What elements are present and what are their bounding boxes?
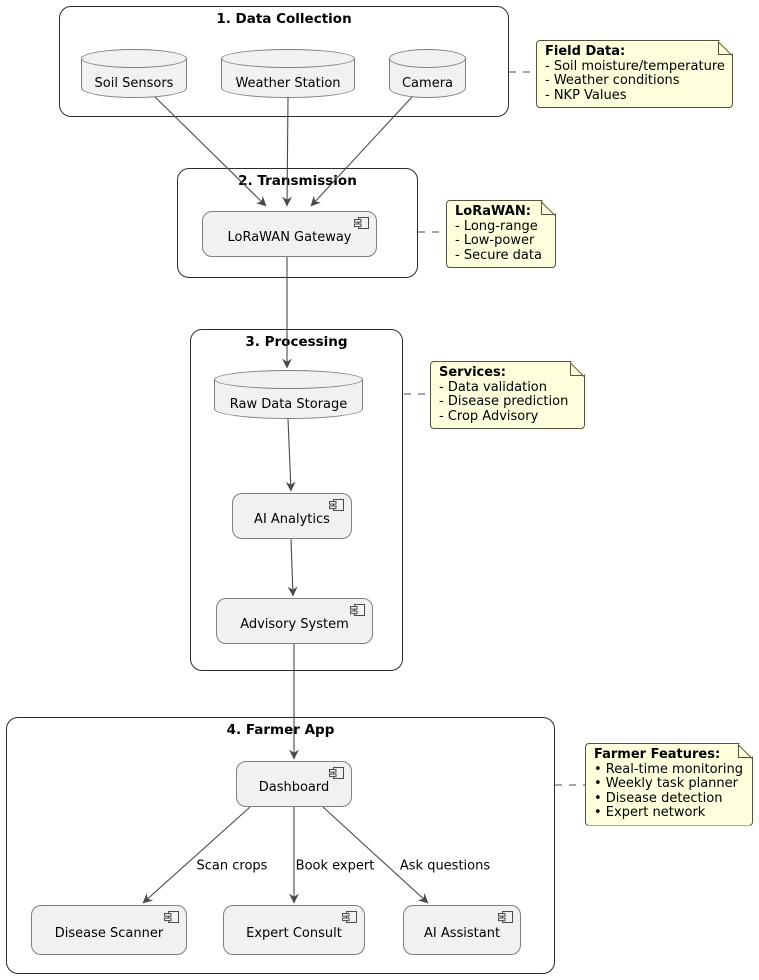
component-label: Advisory System (240, 616, 349, 632)
cylinder-top (214, 370, 363, 389)
note-services: Services: - Data validation - Disease pr… (430, 361, 585, 429)
component-ai-analytics: AI Analytics (232, 493, 352, 539)
component-label: Dashboard (258, 779, 330, 795)
component-label: AI Analytics (254, 511, 330, 527)
group-data-collection: 1. Data Collection (59, 6, 509, 117)
component-expert-consult: Expert Consult (223, 905, 365, 955)
note-title: Field Data: (545, 44, 626, 59)
cylinder-top (81, 49, 187, 68)
group-title-processing: 3. Processing (245, 334, 348, 350)
note-line: - Long-range (455, 218, 538, 234)
note-line: • Real-time monitoring (594, 761, 743, 777)
note-line: - Crop Advisory (439, 408, 539, 424)
component-ai-assistant: AI Assistant (403, 905, 521, 955)
database-weather-station: Weather Station (221, 49, 355, 98)
note-line: - Weather conditions (545, 73, 680, 88)
database-camera: Camera (389, 49, 466, 98)
group-farmer-app: 4. Farmer App (6, 717, 555, 974)
note-lorawan: LoRaWAN: - Long-range - Low-power - Secu… (446, 200, 556, 268)
note-field-data: Field Data: - Soil moisture/temperature … (536, 40, 733, 108)
note-line: • Disease detection (594, 790, 723, 806)
component-icon (329, 767, 344, 779)
cylinder-top (221, 49, 355, 68)
component-disease-scanner: Disease Scanner (31, 905, 187, 955)
note-line: - NKP Values (545, 87, 627, 103)
note-title: Services: (439, 365, 506, 380)
edge-label-scan-crops: Scan crops (196, 858, 268, 874)
note-line: • Weekly task planner (594, 776, 739, 791)
component-icon (164, 911, 179, 923)
database-label: Weather Station (235, 76, 341, 91)
component-label: AI Assistant (423, 925, 501, 941)
edge-label-ask-questions: Ask questions (399, 858, 491, 874)
cylinder-top (389, 49, 466, 68)
note-line: • Expert network (594, 805, 706, 820)
database-label: Raw Data Storage (229, 397, 348, 412)
note-title: LoRaWAN: (455, 204, 531, 219)
database-label: Soil Sensors (94, 76, 174, 91)
group-processing: 3. Processing (190, 329, 403, 671)
note-line: - Soil moisture/temperature (545, 58, 725, 74)
component-advisory-system: Advisory System (216, 598, 373, 644)
edge-label-book-expert: Book expert (295, 858, 375, 874)
group-title-transmission: 2. Transmission (238, 173, 357, 189)
component-label: Disease Scanner (54, 925, 164, 941)
component-label: Expert Consult (246, 925, 342, 941)
database-soil-sensors: Soil Sensors (81, 49, 187, 98)
note-title: Farmer Features: (594, 747, 721, 762)
component-icon (498, 911, 513, 923)
note-line: - Secure data (455, 247, 542, 263)
note-line: - Low-power (455, 233, 535, 248)
database-label: Camera (401, 76, 454, 91)
group-title-data-collection: 1. Data Collection (216, 11, 352, 27)
note-line: - Data validation (439, 379, 547, 395)
database-raw-data-storage: Raw Data Storage (214, 370, 363, 419)
component-icon (329, 499, 344, 511)
component-lorawan-gateway: LoRaWAN Gateway (202, 211, 377, 257)
note-line: - Disease prediction (439, 394, 569, 409)
component-dashboard: Dashboard (236, 761, 352, 807)
component-icon (342, 911, 357, 923)
group-title-farmer-app: 4. Farmer App (226, 722, 335, 738)
component-icon (354, 217, 369, 229)
component-label: LoRaWAN Gateway (227, 229, 352, 245)
note-farmer-features: Farmer Features: • Real-time monitoring … (585, 743, 753, 826)
component-icon (350, 604, 365, 616)
